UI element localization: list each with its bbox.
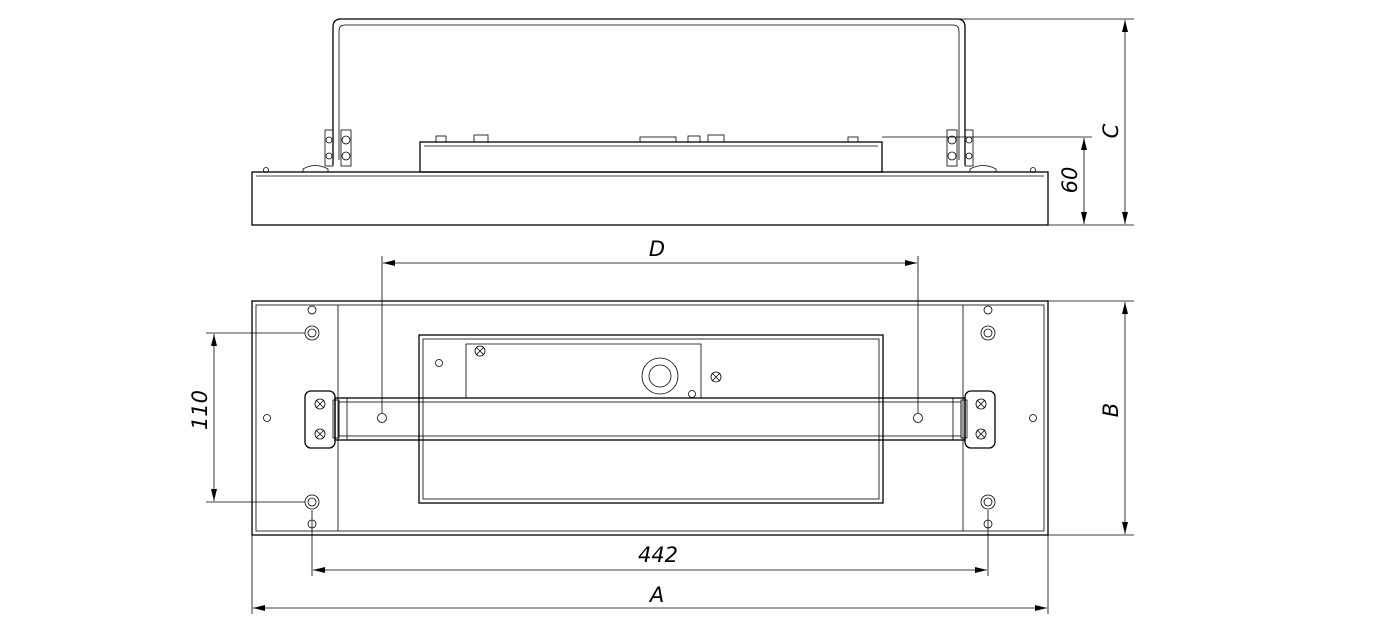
dim-c-label: C <box>1099 123 1123 138</box>
left-end-plate <box>304 390 340 449</box>
panel-screw-icons <box>435 345 722 398</box>
side-housing <box>251 171 1049 226</box>
dim-b-label: B <box>1099 403 1123 417</box>
top-view: D 110 B 442 A <box>188 237 1134 614</box>
side-view: 60 C <box>251 18 1134 226</box>
bar-hole-right <box>913 413 923 423</box>
top-connector-block <box>465 343 702 398</box>
dim-a-label: A <box>648 583 664 607</box>
top-mount-bar <box>334 397 966 441</box>
right-end-plate <box>960 390 996 449</box>
dim-442-label: 442 <box>638 543 678 567</box>
cable-gland-icon <box>641 357 679 395</box>
side-bracket <box>332 18 966 165</box>
dim-60-label: 60 <box>1058 167 1082 194</box>
bar-hole-left <box>377 413 387 423</box>
side-driver-box <box>419 141 883 173</box>
dim-110-label: 110 <box>188 390 212 430</box>
top-driver-panel <box>418 334 884 504</box>
side-right-hardware <box>946 129 1036 173</box>
side-left-hardware <box>263 129 352 173</box>
top-housing <box>251 300 1049 536</box>
dim-d-label: D <box>649 237 665 261</box>
